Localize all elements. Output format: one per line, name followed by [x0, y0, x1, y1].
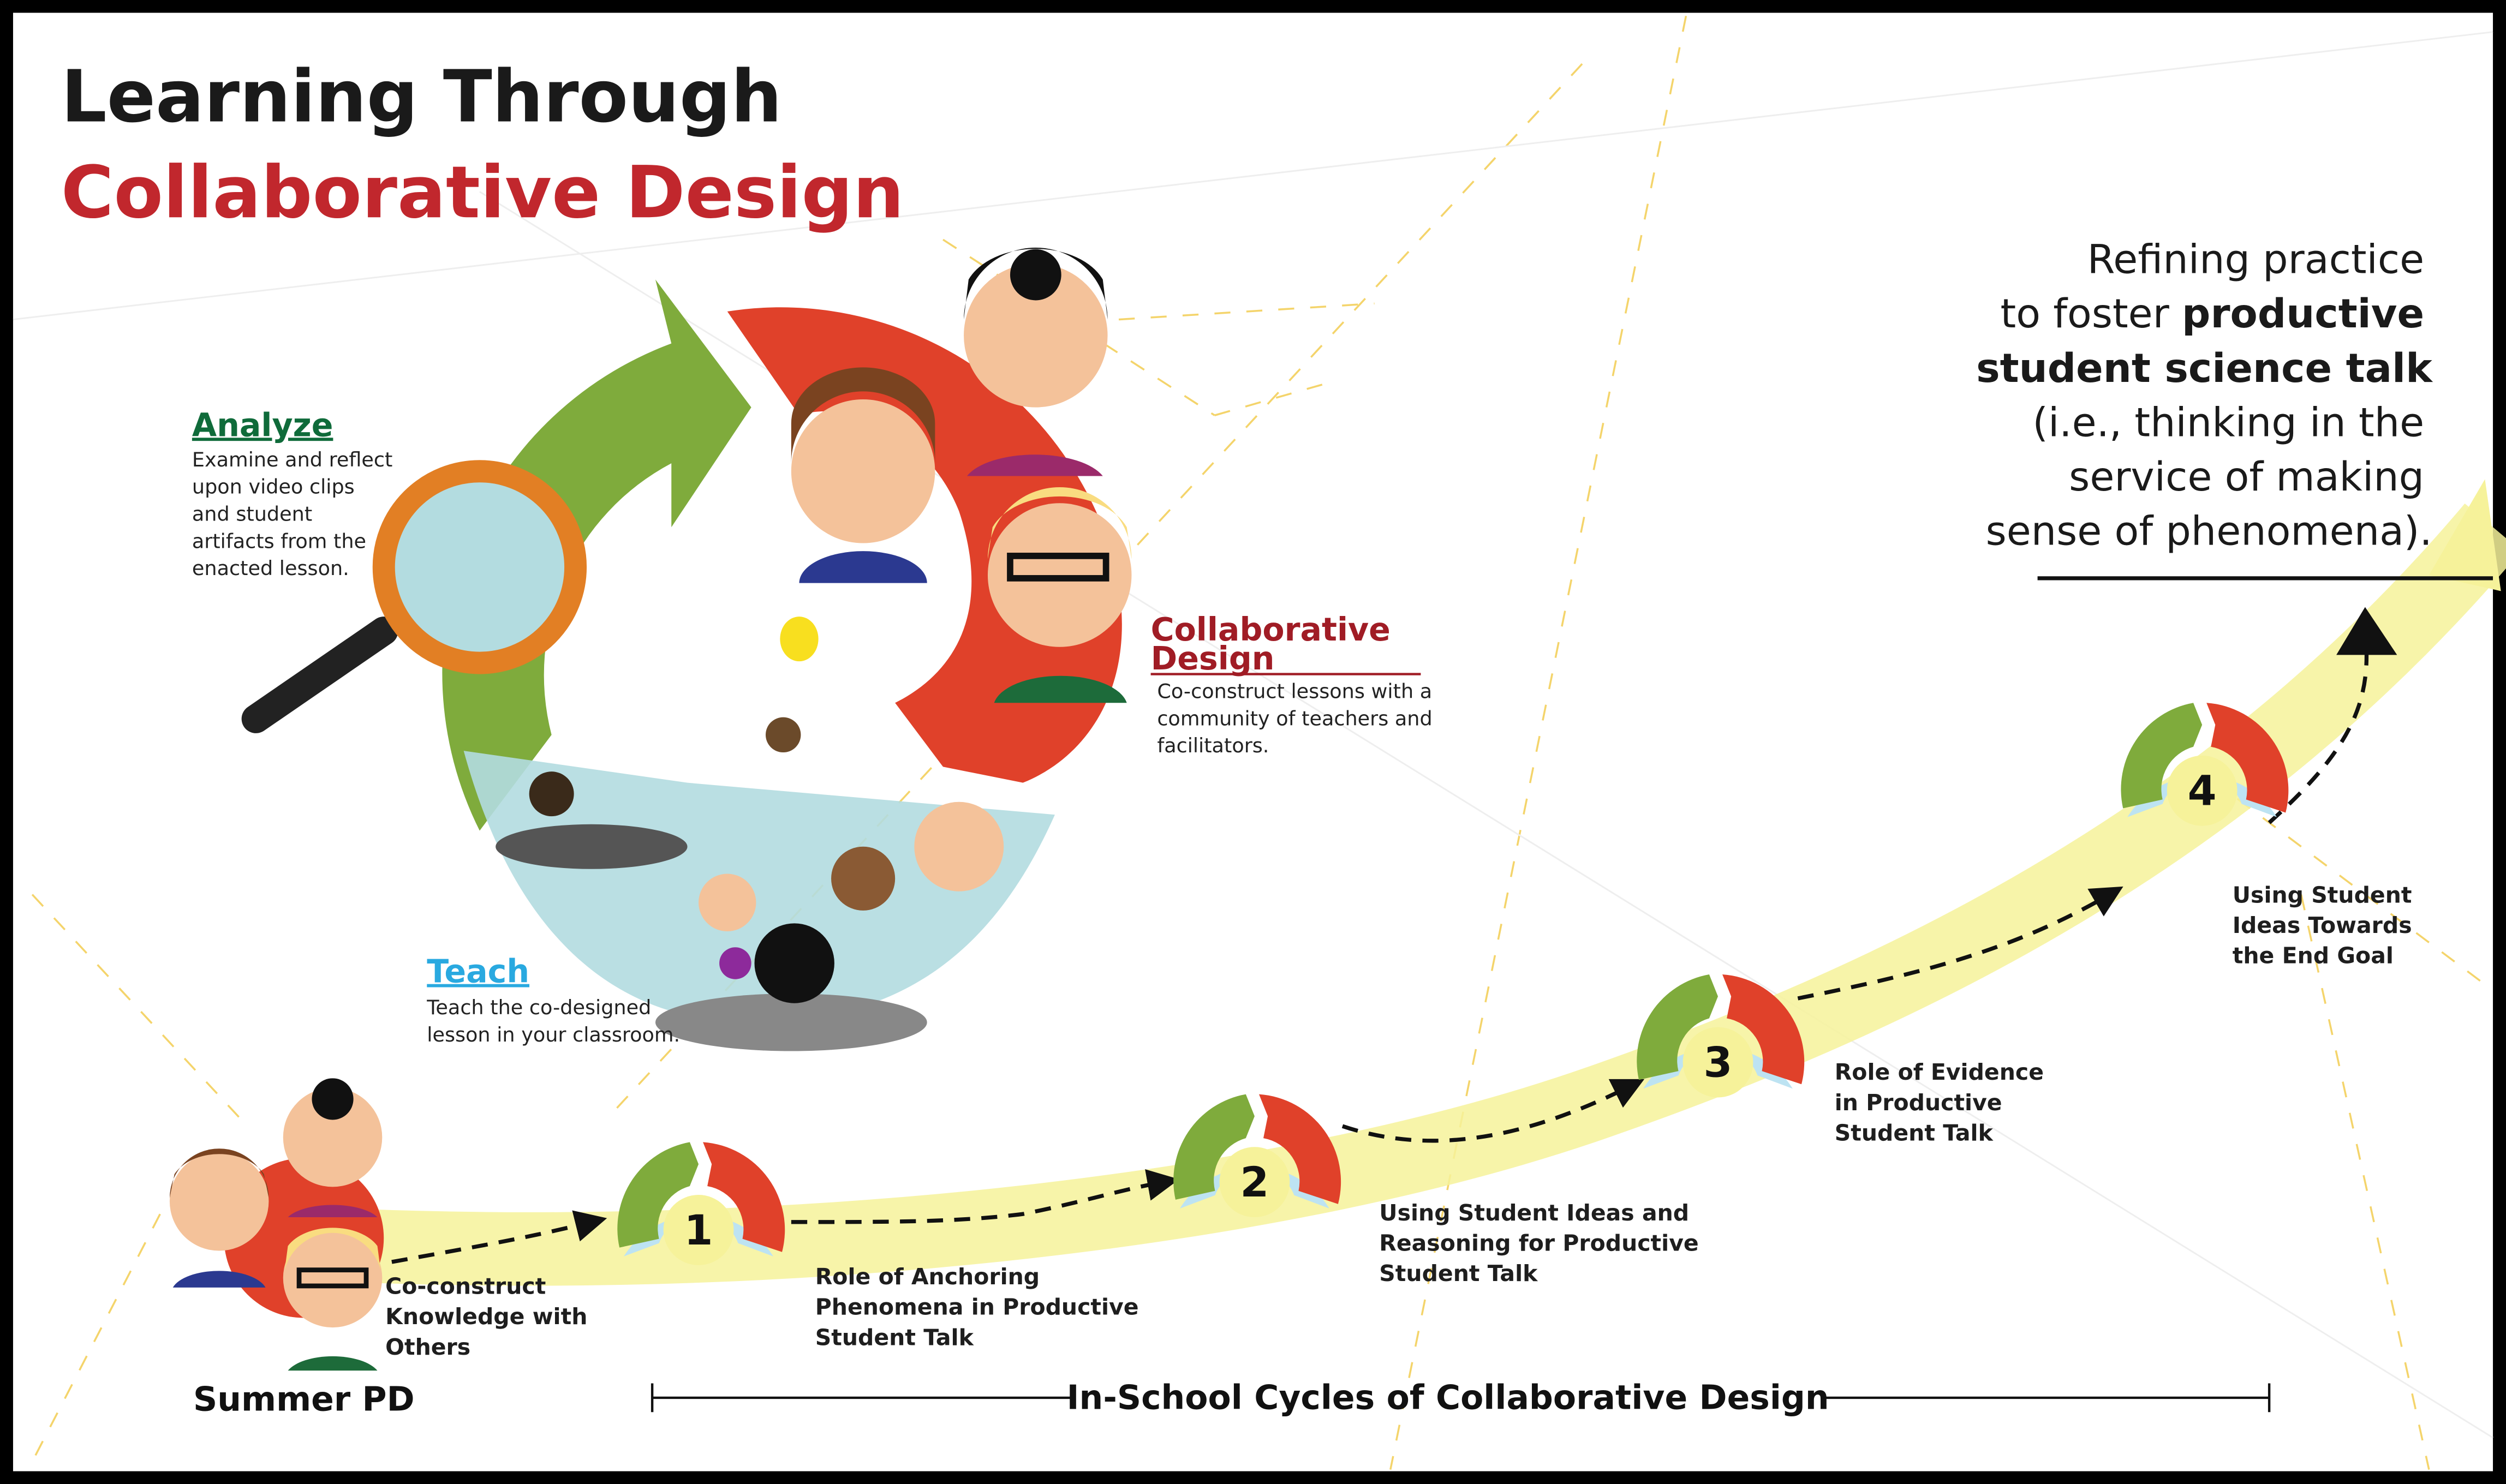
step-line: Using Student Ideas and	[1379, 1200, 1689, 1226]
step-center	[2167, 755, 2238, 826]
summer-line: Co-construct	[385, 1273, 546, 1300]
design-heading-2: Design	[1151, 640, 1275, 677]
red-segment	[2206, 703, 2289, 813]
step-line: Student Talk	[1835, 1120, 1994, 1146]
dashed-arrow-4	[2268, 631, 2369, 824]
analyze-line: upon video clips	[192, 475, 355, 499]
red-segment	[1258, 1094, 1341, 1204]
design-line: community of teachers and	[1157, 707, 1432, 730]
blue-segment	[1643, 1047, 1793, 1089]
step-line: Reasoning for Productive	[1379, 1230, 1698, 1256]
dashed-arrow-3	[1797, 886, 2123, 1001]
blue-segment	[1180, 1166, 1329, 1208]
analyze-line: artifacts from the	[192, 529, 366, 553]
goal-line: to foster productive	[2001, 291, 2425, 337]
dashed-arrow-0	[391, 1210, 607, 1264]
classroom-scene	[496, 717, 1004, 1051]
step-number: 1	[684, 1206, 713, 1254]
teach-line: lesson in your classroom.	[427, 1023, 680, 1046]
step-1-cycle-icon: 1	[617, 1142, 785, 1265]
step-2-cycle-icon: 2	[1173, 1094, 1341, 1218]
design-heading-1: Collaborative	[1151, 611, 1391, 648]
summer-pd-label: Summer PD	[193, 1380, 415, 1419]
red-segment	[1722, 974, 1805, 1085]
goal-bold: productive	[2182, 291, 2424, 337]
step-1-label: Role of Anchoring Phenomena in Productiv…	[815, 1264, 1139, 1350]
step-line: Role of Anchoring	[815, 1264, 1040, 1290]
step-2-label: Using Student Ideas and Reasoning for Pr…	[1379, 1200, 1698, 1286]
design-cycle	[241, 247, 1132, 1051]
dashed-arrow-1	[791, 1169, 1179, 1224]
teach-heading: Teach	[427, 953, 529, 990]
analyze-arrow	[442, 279, 751, 831]
goal-statement: Refining practice to foster productive s…	[1976, 237, 2433, 555]
step-line: Phenomena in Productive	[815, 1294, 1139, 1320]
title-line-2: Collaborative Design	[61, 151, 904, 235]
magnifier-icon	[372, 460, 587, 674]
step-number: 4	[2188, 767, 2217, 815]
teacher-avatar	[964, 247, 1108, 476]
step-center	[663, 1195, 734, 1265]
analyze-line: and student	[192, 502, 312, 525]
magnifier-handle	[241, 617, 398, 733]
goal-text: to foster	[2001, 291, 2182, 337]
design-arrow	[727, 307, 1122, 783]
analyze-line: enacted lesson.	[192, 556, 349, 580]
teach-line: Teach the co-designed	[426, 996, 651, 1019]
goal-line: Refining practice	[2087, 237, 2424, 283]
teach-arrow	[463, 751, 1055, 1022]
step-line: the End Goal	[2233, 943, 2394, 969]
goal-line: service of making	[2069, 454, 2424, 500]
step-line: Ideas Towards	[2233, 912, 2412, 938]
analyze-description: Examine and reflect upon video clips and…	[192, 448, 392, 580]
step-3-label: Role of Evidence in Productive Student T…	[1835, 1059, 2044, 1146]
green-segment	[1173, 1094, 1255, 1200]
green-segment	[2121, 703, 2203, 809]
red-segment	[703, 1142, 785, 1252]
step-line: Using Student	[2233, 882, 2412, 908]
goal-line: student science talk	[1976, 345, 2433, 392]
step-line: Student Talk	[815, 1324, 975, 1350]
summer-pd-description: Co-construct Knowledge with Others	[385, 1273, 587, 1360]
green-segment	[617, 1142, 699, 1248]
green-segment	[1637, 974, 1719, 1080]
step-center	[1682, 1027, 1753, 1098]
design-line: Co-construct lessons with a	[1157, 679, 1432, 703]
step-number: 3	[1704, 1038, 1733, 1086]
goal-arrowhead	[2336, 607, 2397, 655]
step-3-cycle-icon: 3	[1637, 974, 1805, 1098]
blue-segment	[2127, 775, 2277, 817]
step-number: 2	[1240, 1158, 1269, 1206]
step-4-cycle-icon: 4	[2121, 703, 2289, 826]
dashed-arrow-2	[1341, 1079, 1645, 1143]
goal-line: sense of phenomena).	[1986, 508, 2432, 554]
design-line: facilitators.	[1157, 734, 1269, 757]
step-center	[1219, 1147, 1290, 1218]
timeline-label: In-School Cycles of Collaborative Design	[1067, 1378, 1829, 1417]
step-4-label: Using Student Ideas Towards the End Goal	[2233, 882, 2412, 968]
summer-line: Others	[385, 1334, 470, 1360]
teacher-avatar	[987, 487, 1132, 703]
analyze-line: Examine and reflect	[192, 448, 392, 471]
design-description: Co-construct lessons with a community of…	[1157, 679, 1432, 757]
step-line: in Productive	[1835, 1090, 2002, 1116]
band-arrowhead	[2429, 479, 2501, 591]
title-line-1: Learning Through	[61, 56, 782, 139]
teacher-avatar	[791, 367, 935, 583]
summer-pd-group	[169, 1078, 384, 1371]
blue-segment	[624, 1214, 773, 1256]
analyze-heading: Analyze	[192, 406, 333, 444]
summer-line: Knowledge with	[385, 1303, 587, 1330]
idea-bulb-icon	[780, 617, 819, 662]
teach-description: Teach the co-designed lesson in your cla…	[426, 996, 680, 1046]
goal-line: (i.e., thinking in the	[2032, 399, 2424, 446]
step-line: Student Talk	[1379, 1260, 1538, 1286]
step-line: Role of Evidence	[1835, 1059, 2044, 1085]
